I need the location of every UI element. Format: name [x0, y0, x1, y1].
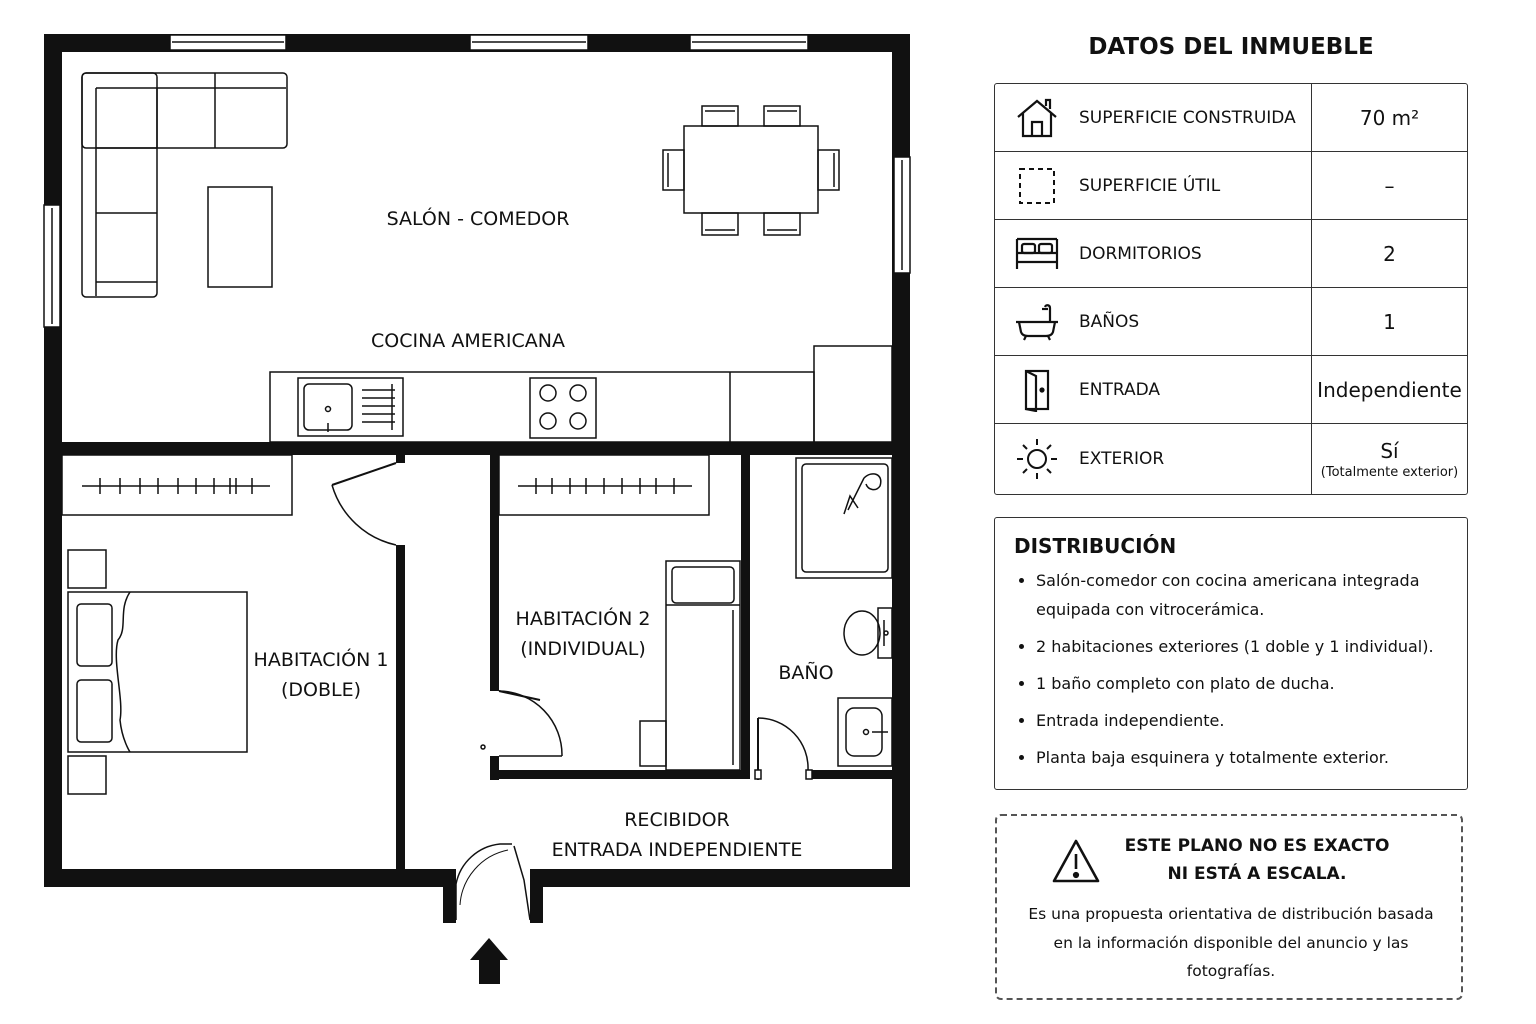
spec-row-exterior: EXTERIOR Sí (Totalmente exterior): [995, 424, 1467, 494]
bathtub-icon: [995, 288, 1079, 355]
panel-title: DATOS DEL INMUEBLE: [1088, 34, 1374, 60]
room-label-salon: SALÓN - COMEDOR: [386, 208, 570, 230]
spec-value-text: 1: [1383, 309, 1396, 334]
sofa: [81, 72, 288, 298]
disclaimer-box: ESTE PLANO NO ES EXACTO NI ESTÁ A ESCALA…: [995, 814, 1463, 1000]
room-label-habitacion-1: HABITACIÓN 1 (DOBLE): [240, 645, 402, 705]
list-item: Entrada independiente.: [1036, 706, 1449, 735]
floor-plan: [43, 34, 911, 984]
spec-label: ENTRADA: [1079, 379, 1161, 400]
doors: [331, 462, 813, 921]
spec-label: SUPERFICIE CONSTRUIDA: [1079, 107, 1296, 128]
spec-value-text: Independiente: [1317, 377, 1462, 402]
room-label-habitacion-1-line1: HABITACIÓN 1: [253, 649, 389, 671]
spec-row-dormitorios: DORMITORIOS 2: [995, 220, 1467, 288]
disclaimer-body: Es una propuesta orientativa de distribu…: [1028, 905, 1434, 980]
spec-value-text: 2: [1383, 241, 1396, 266]
single-bed: [639, 560, 741, 771]
disclaimer-title-line2: NI ESTÁ A ESCALA.: [1167, 864, 1347, 884]
list-item: 2 habitaciones exteriores (1 doble y 1 i…: [1036, 632, 1449, 661]
windows: [43, 34, 911, 328]
kitchen-counter: [269, 345, 893, 443]
distribucion-box: DISTRIBUCIÓN Salón-comedor con cocina am…: [994, 517, 1468, 790]
wardrobe-1: [61, 454, 293, 516]
spec-value-subtext: (Totalmente exterior): [1320, 464, 1459, 480]
distribucion-title: DISTRIBUCIÓN: [1014, 534, 1177, 558]
spec-value: Independiente: [1311, 356, 1467, 423]
room-label-habitacion-2-line1: HABITACIÓN 2: [515, 608, 651, 630]
double-bed: [67, 549, 248, 795]
spec-label: BAÑOS: [1079, 311, 1140, 332]
room-label-habitacion-1-line2: (DOBLE): [280, 679, 362, 701]
list-item: 1 baño completo con plato de ducha.: [1036, 669, 1449, 698]
disclaimer-title-line1: ESTE PLANO NO ES EXACTO: [1124, 836, 1390, 856]
spec-label: DORMITORIOS: [1079, 243, 1202, 264]
dashed-square-icon: [995, 152, 1079, 219]
spec-value: 2: [1311, 220, 1467, 287]
spec-row-superficie-construida: SUPERFICIE CONSTRUIDA 70 m²: [995, 84, 1467, 152]
sun-icon: [995, 424, 1079, 494]
spec-value: –: [1311, 152, 1467, 219]
bed-icon: [995, 220, 1079, 287]
wardrobe-2: [498, 454, 710, 516]
room-label-recibidor-line1: RECIBIDOR: [624, 809, 730, 831]
door-icon: [995, 356, 1079, 423]
list-item: Salón-comedor con cocina americana integ…: [1036, 566, 1449, 624]
room-label-recibidor-line2: ENTRADA INDEPENDIENTE: [551, 839, 803, 861]
house-icon: [995, 84, 1079, 151]
outer-walls: [44, 34, 910, 923]
room-label-bano: BAÑO: [778, 662, 834, 684]
spec-row-banos: BAÑOS 1: [995, 288, 1467, 356]
spec-value: 70 m²: [1311, 84, 1467, 151]
spec-row-superficie-util: SUPERFICIE ÚTIL –: [995, 152, 1467, 220]
list-item: Planta baja esquinera y totalmente exter…: [1036, 743, 1449, 772]
spec-label: SUPERFICIE ÚTIL: [1079, 175, 1221, 196]
room-label-recibidor: RECIBIDOR ENTRADA INDEPENDIENTE: [540, 805, 814, 865]
spec-value: 1: [1311, 288, 1467, 355]
spec-value-text: 70 m²: [1359, 105, 1420, 130]
bathroom-fixtures: [795, 457, 893, 767]
entry-arrow-icon: [470, 938, 508, 984]
room-label-habitacion-2-line2: (INDIVIDUAL): [520, 638, 646, 660]
spec-value-text: –: [1384, 173, 1395, 198]
spec-row-entrada: ENTRADA Independiente: [995, 356, 1467, 424]
spec-value-text: Sí: [1380, 438, 1399, 463]
room-label-habitacion-2: HABITACIÓN 2 (INDIVIDUAL): [502, 604, 664, 664]
spec-label: EXTERIOR: [1079, 449, 1165, 469]
spec-value: Sí (Totalmente exterior): [1311, 424, 1467, 494]
specs-table: SUPERFICIE CONSTRUIDA 70 m² SUPERFICIE Ú…: [994, 83, 1468, 495]
dining-table: [662, 105, 840, 236]
disclaimer-title: ESTE PLANO NO ES EXACTO NI ESTÁ A ESCALA…: [1107, 832, 1407, 888]
room-label-cocina: COCINA AMERICANA: [370, 330, 566, 352]
distribucion-list: Salón-comedor con cocina americana integ…: [1014, 566, 1449, 772]
warning-icon: [1051, 838, 1101, 888]
